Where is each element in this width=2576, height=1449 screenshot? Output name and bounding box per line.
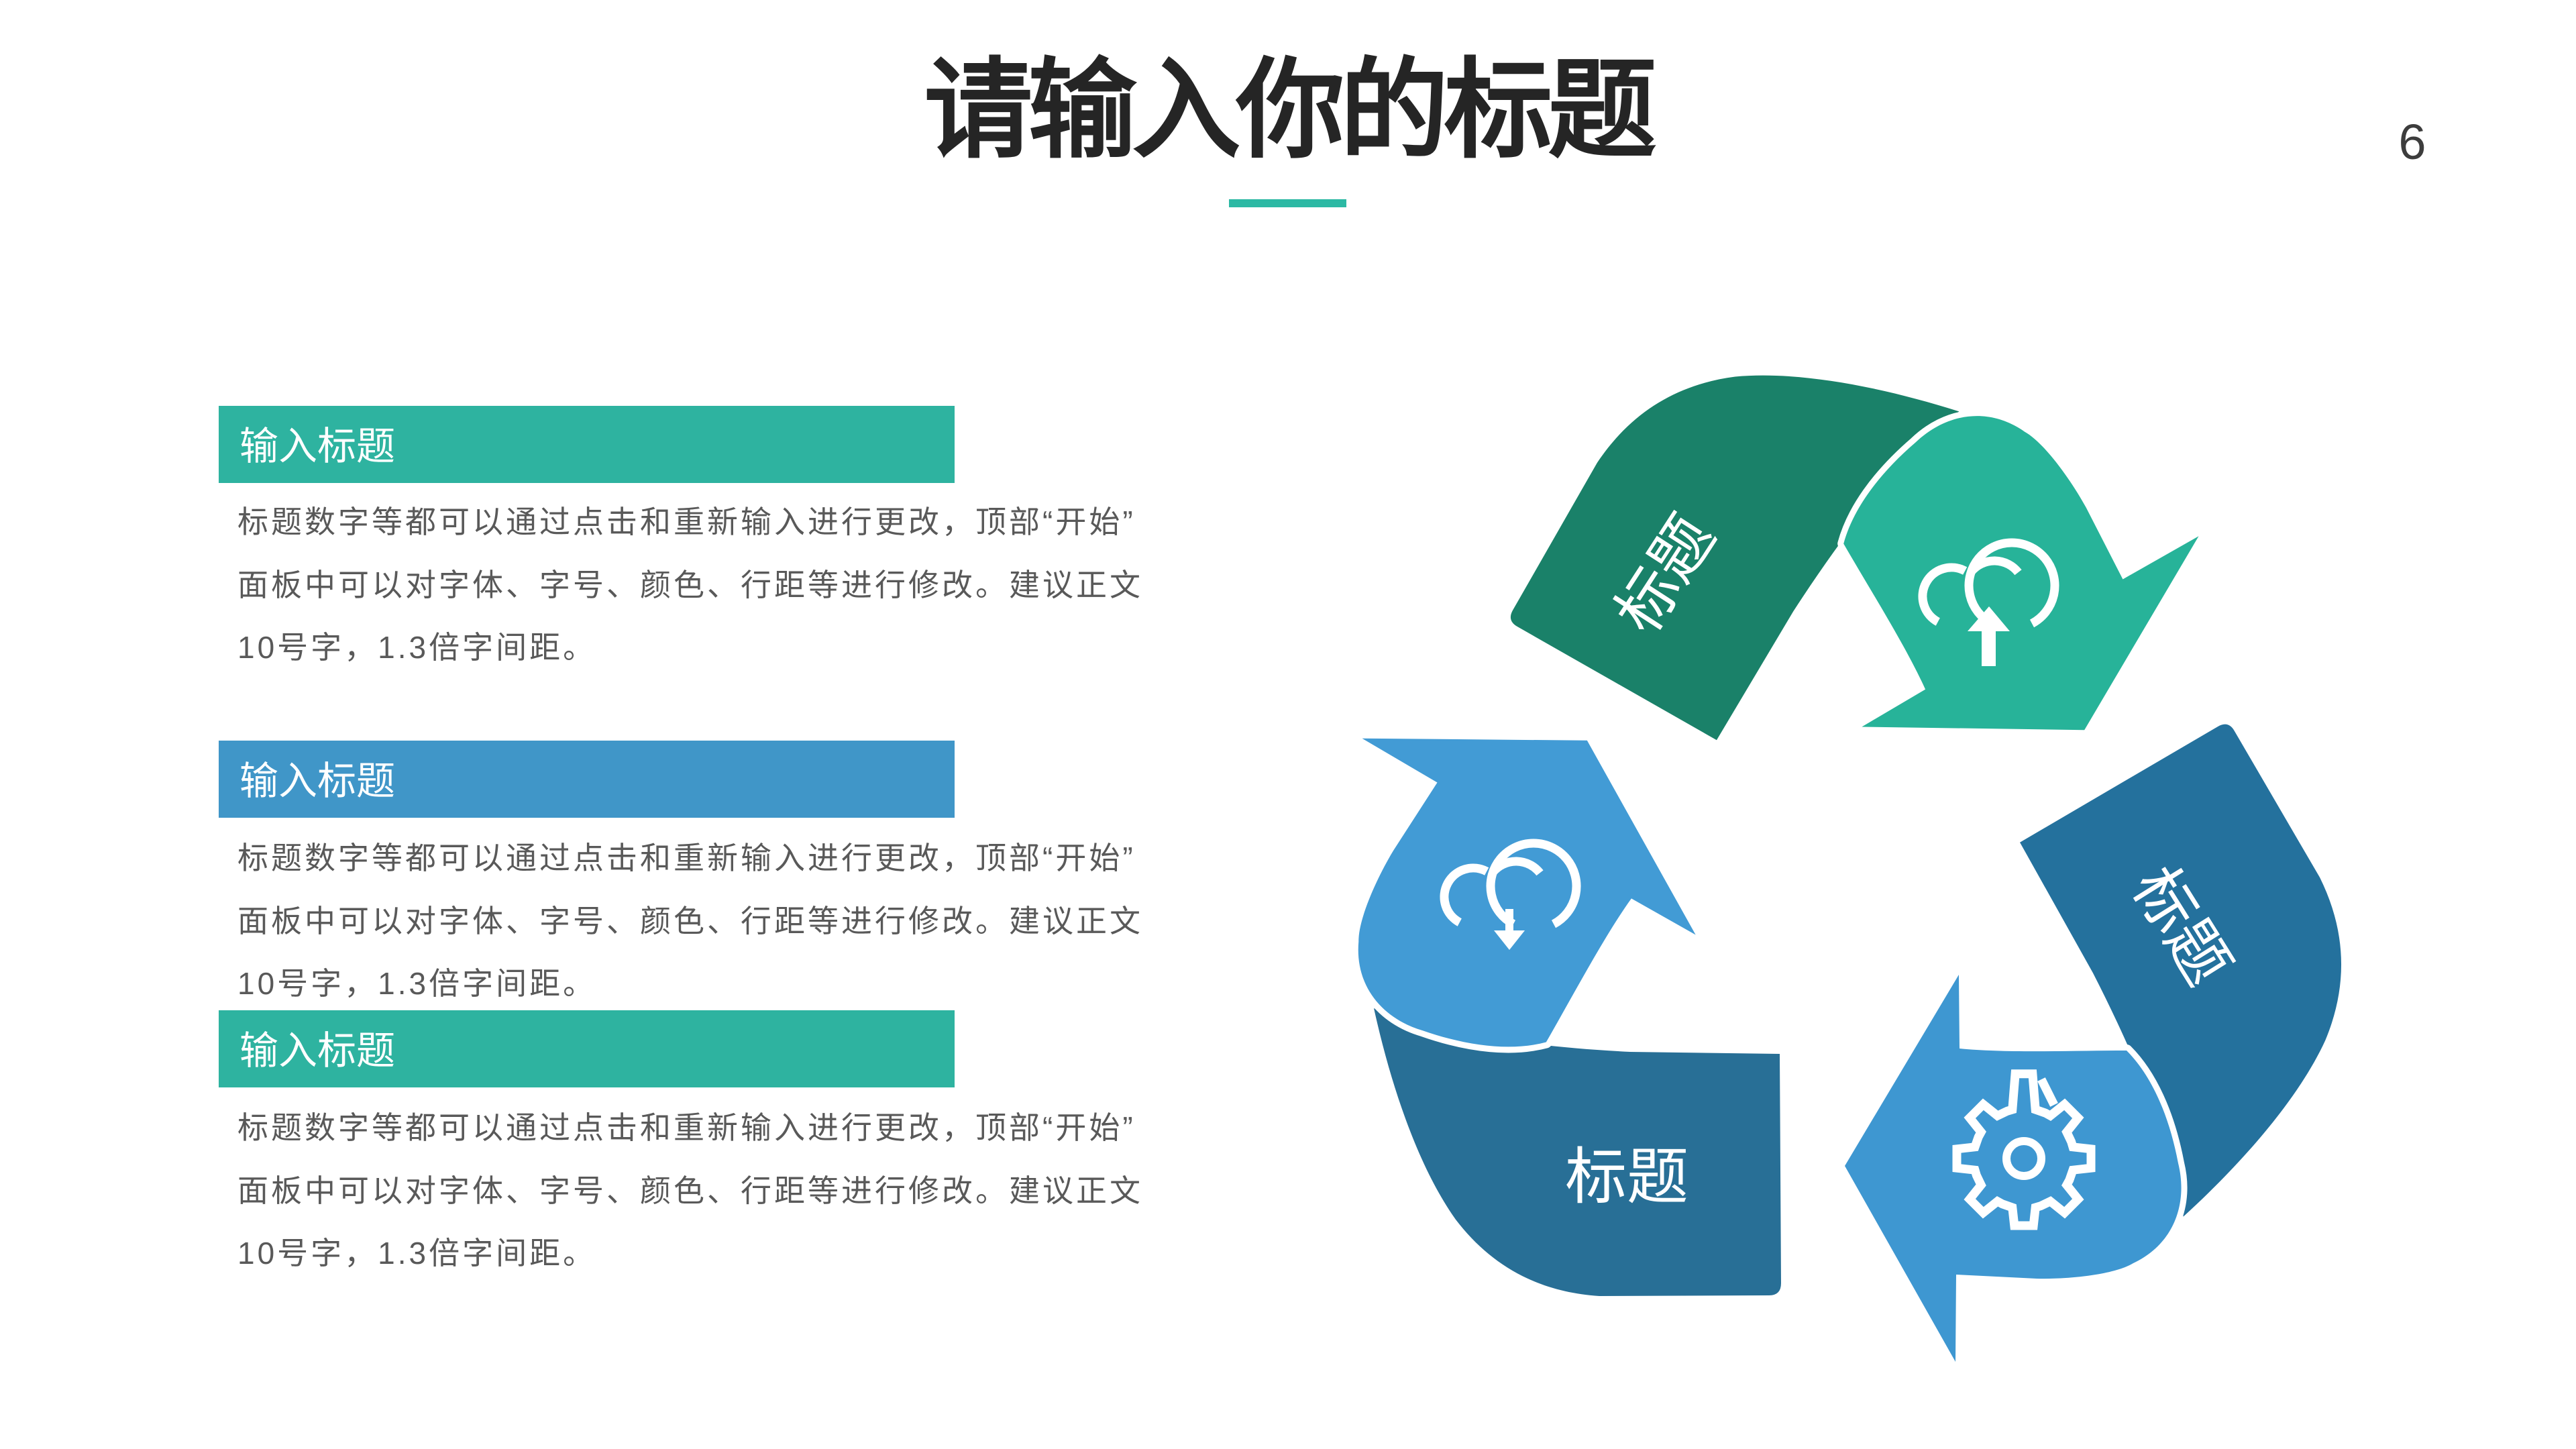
upload-arrow: [1968, 606, 2010, 666]
block-3-heading: 输入标题: [239, 1029, 396, 1073]
block-2-body-line-3: 10号字，1.3倍字间距。: [237, 966, 597, 1001]
cloud-left-bump: [1918, 563, 1968, 626]
block-3-body-line-3: 10号字，1.3倍字间距。: [237, 1236, 597, 1271]
title-underline: [1229, 199, 1346, 207]
label-bottom: 标题: [1565, 1143, 1688, 1212]
slide-title: 请输入你的标题: [924, 50, 1657, 171]
cloud-middle-arc: [1489, 857, 1544, 876]
block-2-body-line-2: 面板中可以对字体、字号、颜色、行距等进行修改。建议正文: [237, 903, 1143, 938]
download-arrow: [1494, 909, 1525, 950]
block-1-heading: 输入标题: [239, 425, 396, 468]
cloud-left-bump: [1440, 863, 1489, 926]
block-2-heading: 输入标题: [239, 759, 396, 803]
block-1-body: 标题数字等都可以通过点击和重新输入进行更改，顶部“开始” 面板中可以对字体、字号…: [237, 491, 1143, 680]
block-3-body: 标题数字等都可以通过点击和重新输入进行更改，顶部“开始” 面板中可以对字体、字号…: [237, 1097, 1143, 1285]
gear-hub: [2002, 1137, 2045, 1180]
block-1-body-line-2: 面板中可以对字体、字号、颜色、行距等进行修改。建议正文: [237, 567, 1143, 602]
cloud-big-circle: [1486, 839, 1581, 928]
block-1-header-bar: 输入标题: [219, 406, 955, 483]
block-1-body-line-3: 10号字，1.3倍字间距。: [237, 630, 597, 665]
block-3-header-bar: 输入标题: [219, 1010, 955, 1087]
block-2-body: 标题数字等都可以通过点击和重新输入进行更改，顶部“开始” 面板中可以对字体、字号…: [237, 827, 1143, 1016]
cloud-middle-arc: [1968, 556, 2022, 576]
diagram-shapes: [1249, 267, 2433, 1362]
page-number: 6: [2398, 114, 2426, 170]
gear-top-dash: [2037, 1077, 2058, 1107]
cloud-big-circle: [1964, 538, 2059, 628]
block-3-body-line-2: 面板中可以对字体、字号、颜色、行距等进行修改。建议正文: [237, 1173, 1143, 1208]
block-2-body-line-1: 标题数字等都可以通过点击和重新输入进行更改，顶部“开始”: [237, 841, 1136, 875]
gear-icon: [1952, 1069, 2096, 1230]
block-2-header-bar: 输入标题: [219, 741, 955, 818]
block-1-body-line-1: 标题数字等都可以通过点击和重新输入进行更改，顶部“开始”: [237, 504, 1136, 539]
cloud-download-icon: [1440, 839, 1581, 950]
cloud-upload-icon: [1918, 538, 2059, 666]
block-3-body-line-1: 标题数字等都可以通过点击和重新输入进行更改，顶部“开始”: [237, 1110, 1136, 1145]
gear-outline: [1952, 1069, 2096, 1230]
